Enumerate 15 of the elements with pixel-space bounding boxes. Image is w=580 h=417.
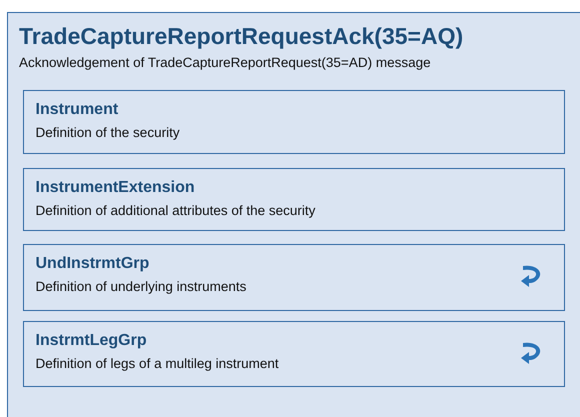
message-title: TradeCaptureReportRequestAck(35=AQ) xyxy=(19,23,464,50)
component-description: Definition of additional attributes of the security xyxy=(36,202,316,218)
component-box xyxy=(22,90,564,154)
component-description: Definition of underlying instruments xyxy=(36,278,246,294)
component-name: InstrumentExtension xyxy=(36,178,195,196)
component-box xyxy=(22,168,564,230)
component-description: Definition of the security xyxy=(36,124,180,140)
component-box xyxy=(22,244,564,310)
component-description: Definition of legs of a multileg instrument xyxy=(36,356,279,370)
message-description: Acknowledgement of TradeCaptureReportRequest(35=AD) message xyxy=(19,55,431,70)
component-name: InstrmtLegGrp xyxy=(36,332,147,350)
message-panel xyxy=(7,12,580,417)
component-name: Instrument xyxy=(36,100,118,118)
component-box xyxy=(22,320,564,386)
component-name: UndInstrmtGrp xyxy=(36,254,150,272)
